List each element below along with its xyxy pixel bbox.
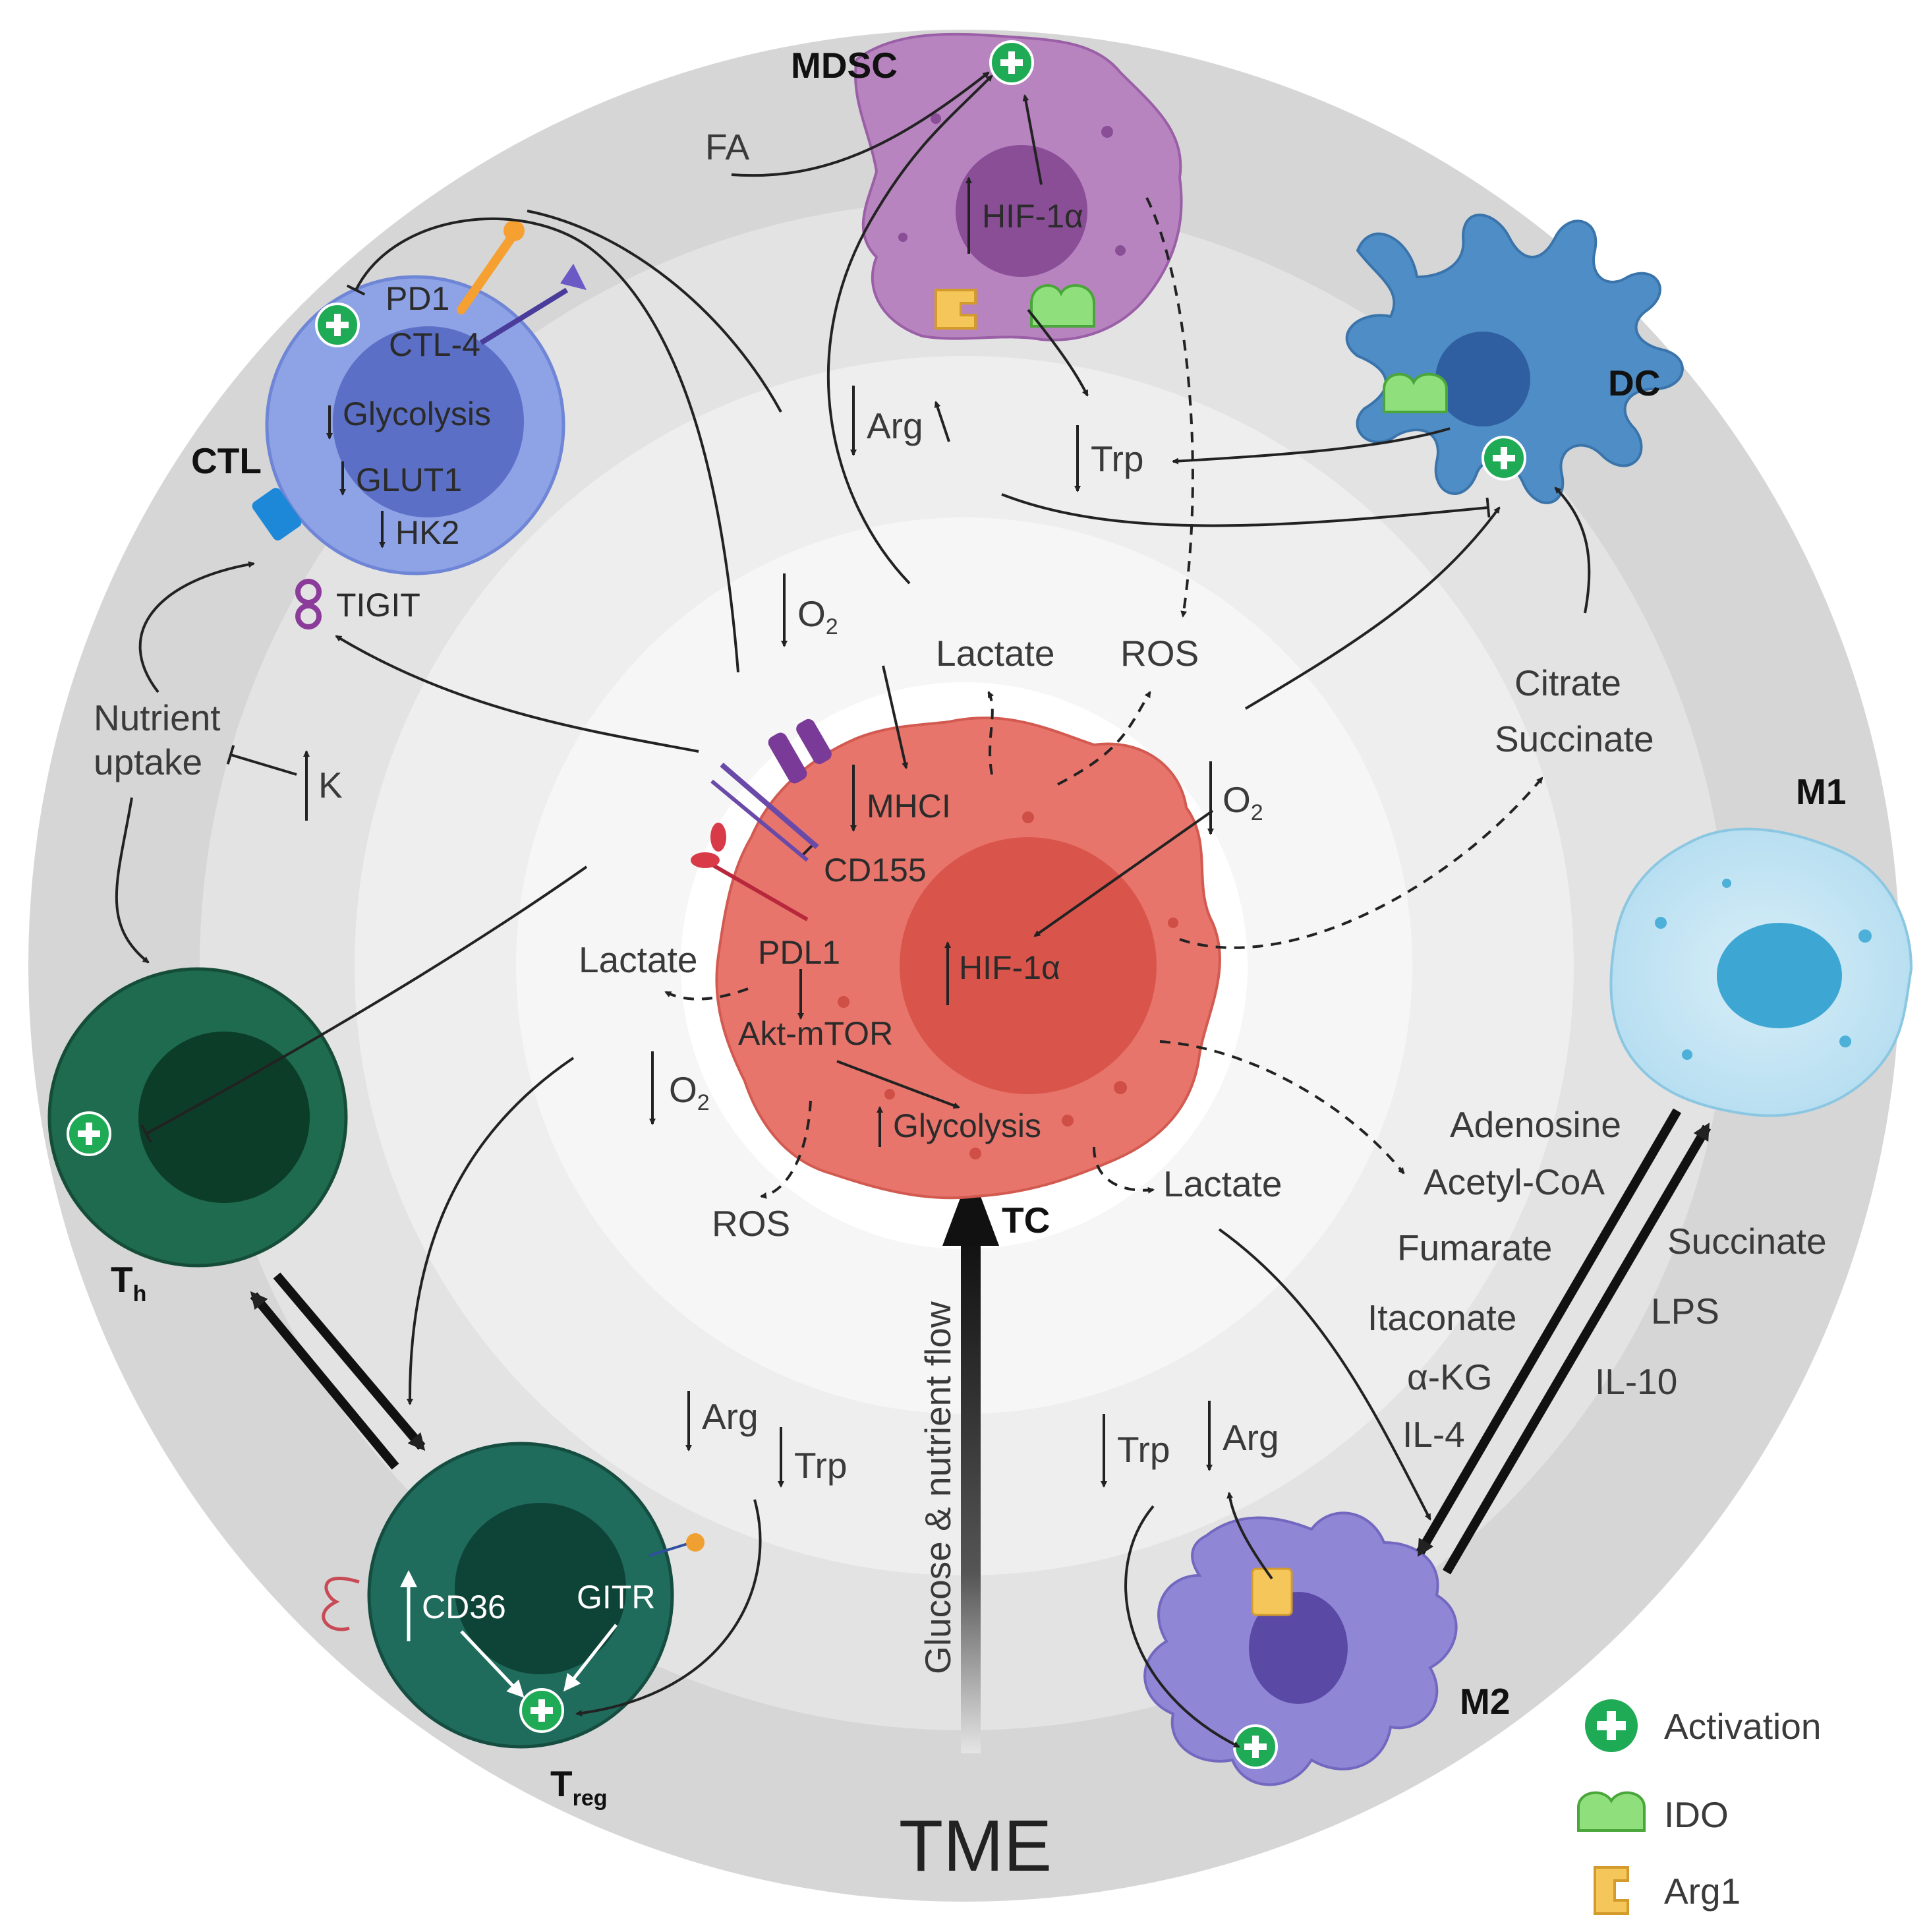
legend-ido-label: IDO (1664, 1794, 1729, 1835)
o2-label-right: O2 (1223, 779, 1263, 825)
o2-label-left: O2 (669, 1069, 710, 1115)
activation-markers (67, 40, 1526, 1769)
m2-cell: M2 (1143, 1511, 1510, 1786)
m1-label: M1 (1796, 771, 1846, 812)
ctl-label: CTL (191, 440, 262, 481)
dc-cell: DC (1345, 214, 1684, 504)
labels: FA Arg Trp Nutrient uptake K O2 O2 O2 La… (94, 127, 1827, 1486)
gitr-label: GITR (577, 1579, 655, 1616)
m1-cell: M1 (1609, 771, 1913, 1117)
tc-label: TC (1002, 1200, 1050, 1241)
cd36-label: CD36 (422, 1589, 506, 1625)
ros-bottom-label: ROS (712, 1203, 790, 1244)
activation-icon (519, 1688, 564, 1733)
itaconate-label: Itaconate (1368, 1297, 1516, 1338)
succinate-top-label: Succinate (1495, 718, 1654, 759)
tumor-receptors (691, 718, 832, 922)
legend-arg1-label: Arg1 (1664, 1871, 1741, 1912)
il10-label: IL-10 (1595, 1361, 1677, 1402)
citrate-label: Citrate (1514, 662, 1621, 703)
glut1-label: GLUT1 (356, 461, 462, 498)
acetyl-coa-label: Acetyl-CoA (1424, 1161, 1605, 1202)
th-label: Th (111, 1259, 146, 1306)
glucose-flow-arrow: Glucose & nutrient flow (917, 1170, 999, 1753)
hif-mdsc-label: HIF-1α (982, 198, 1083, 235)
activation-icon (1233, 1724, 1278, 1769)
m2-label: M2 (1460, 1681, 1510, 1722)
legend-ido: IDO (1577, 1791, 1729, 1835)
legend-activation: Activation (1582, 1697, 1821, 1755)
treg-label: Treg (550, 1763, 608, 1811)
akt-mtor-label: Akt-mTOR (738, 1015, 893, 1052)
connector-arrows (115, 71, 1591, 1748)
hk2-label: HK2 (395, 514, 459, 551)
nutrient-uptake-line2: uptake (94, 742, 202, 782)
activation-icon (315, 303, 360, 347)
nutrient-uptake-line1: Nutrient (94, 697, 221, 738)
ctl4-label: CTL-4 (389, 326, 480, 363)
dc-label: DC (1608, 363, 1660, 403)
cd155-label: CD155 (824, 852, 927, 889)
trp-m2-label: Trp (1117, 1429, 1170, 1470)
fumarate-label: Fumarate (1397, 1227, 1552, 1268)
polarization-arrows (250, 1108, 1712, 1575)
lactate-right-label: Lactate (1163, 1163, 1282, 1204)
succinate-m-label: Succinate (1667, 1221, 1827, 1262)
arg1-icon (935, 289, 977, 330)
ido-icon (1383, 372, 1448, 413)
tumor-cell: TC (715, 717, 1221, 1241)
enzyme-markers (935, 284, 1448, 413)
activation-icon (1482, 436, 1526, 481)
th-cell: Th (47, 967, 348, 1306)
legend: Activation IDO Arg1 (1577, 1697, 1821, 1915)
lactate-top-label: Lactate (936, 633, 1054, 674)
pd1-label: PD1 (386, 280, 449, 317)
ido-icon (1030, 284, 1095, 328)
il4-label: IL-4 (1402, 1414, 1465, 1455)
arg-m2-label: Arg (1223, 1417, 1279, 1458)
mhci-label: MHCI (867, 788, 951, 825)
legend-activation-label: Activation (1664, 1706, 1821, 1747)
flow-label: Glucose & nutrient flow (917, 1301, 958, 1674)
trp-bottom-label: Trp (794, 1445, 847, 1486)
arg-bottom-label: Arg (702, 1396, 759, 1437)
adenosine-label: Adenosine (1450, 1104, 1621, 1145)
trp-top-label: Trp (1091, 438, 1143, 479)
hif-tc-label: HIF-1α (959, 949, 1060, 986)
dashed-arrows (664, 197, 1543, 1199)
treg-cell: Treg CD36 GITR (322, 1442, 705, 1811)
glycolysis-ctl-label: Glycolysis (343, 395, 491, 432)
tigit-label: TIGIT (336, 587, 420, 624)
mdsc-label: MDSC (791, 45, 898, 86)
indicator-arrows (303, 386, 1214, 1488)
akg-label: α-KG (1407, 1357, 1493, 1397)
arg-top-label: Arg (867, 405, 923, 446)
tme-title: TME (899, 1805, 1052, 1887)
fa-label: FA (705, 127, 750, 167)
legend-arg1: Arg1 (1594, 1866, 1741, 1915)
lps-label: LPS (1651, 1291, 1719, 1332)
k-label: K (318, 765, 343, 805)
lactate-left-label: Lactate (579, 939, 697, 980)
glycolysis-tc-label: Glycolysis (893, 1107, 1041, 1144)
activation-icon (67, 1111, 111, 1156)
ctl-cell: CTL PD1 CTL-4 Glycolysis GLUT1 HK2 TIGIT (191, 220, 587, 629)
pdl1-label: PDL1 (758, 934, 840, 971)
activation-icon (989, 40, 1034, 85)
o2-label-top: O2 (797, 593, 838, 639)
ros-top-label: ROS (1120, 633, 1199, 674)
